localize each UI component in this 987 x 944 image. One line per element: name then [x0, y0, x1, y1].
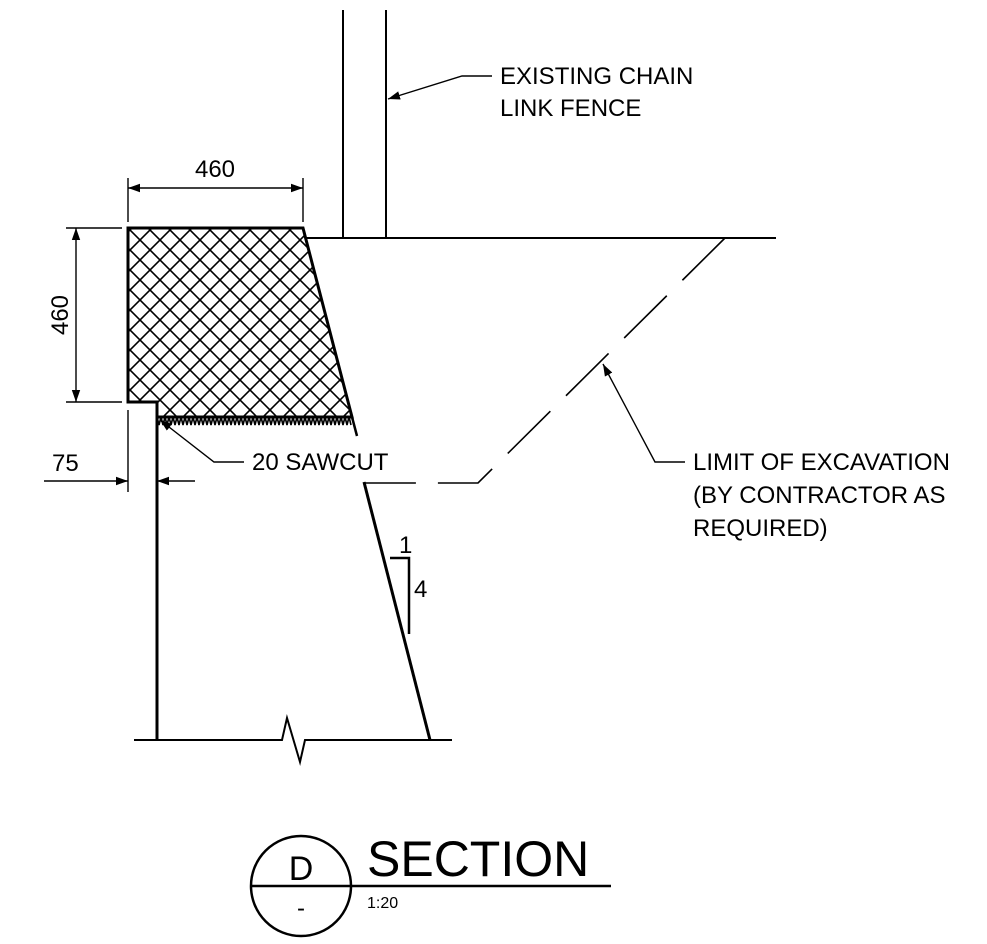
dimension-top-width-label: 460: [195, 156, 235, 183]
section-letter: D: [289, 850, 314, 888]
sawcut-callout: 20 SAWCUT: [159, 419, 389, 476]
dimension-top-width: 460: [127, 156, 304, 222]
slope-run-label: 4: [414, 576, 427, 603]
concrete-curb: [126, 226, 354, 419]
sawcut-label: 20 SAWCUT: [252, 449, 389, 476]
slope-indicator: 1 4: [390, 532, 427, 634]
section-sheet-ref: -: [297, 895, 305, 922]
chain-link-fence: [342, 10, 387, 238]
sawcut-zigzag: [156, 416, 352, 426]
excavation-callout: LIMIT OF EXCAVATION (BY CONTRACTOR AS RE…: [602, 363, 950, 542]
section-title: SECTION: [367, 831, 589, 887]
section-title-block: D - SECTION 1:20: [249, 831, 611, 938]
limit-label-line1: LIMIT OF EXCAVATION: [693, 449, 950, 476]
limit-label-line3: REQUIRED): [693, 515, 828, 542]
fence-label-line1: EXISTING CHAIN: [500, 63, 693, 90]
dimension-height-label: 460: [47, 295, 74, 335]
section-scale: 1:20: [367, 895, 398, 912]
limit-label-line2: (BY CONTRACTOR AS: [693, 482, 946, 509]
dimension-offset-label: 75: [52, 450, 79, 477]
slope-rise-label: 1: [399, 532, 412, 559]
fence-label-line2: LINK FENCE: [500, 95, 641, 122]
fence-callout: EXISTING CHAIN LINK FENCE: [387, 63, 693, 122]
dimension-offset: 75: [44, 410, 195, 492]
excavation-profile: [134, 416, 452, 766]
limit-of-excavation-line: [364, 237, 726, 484]
dimension-height: 460: [47, 227, 122, 403]
